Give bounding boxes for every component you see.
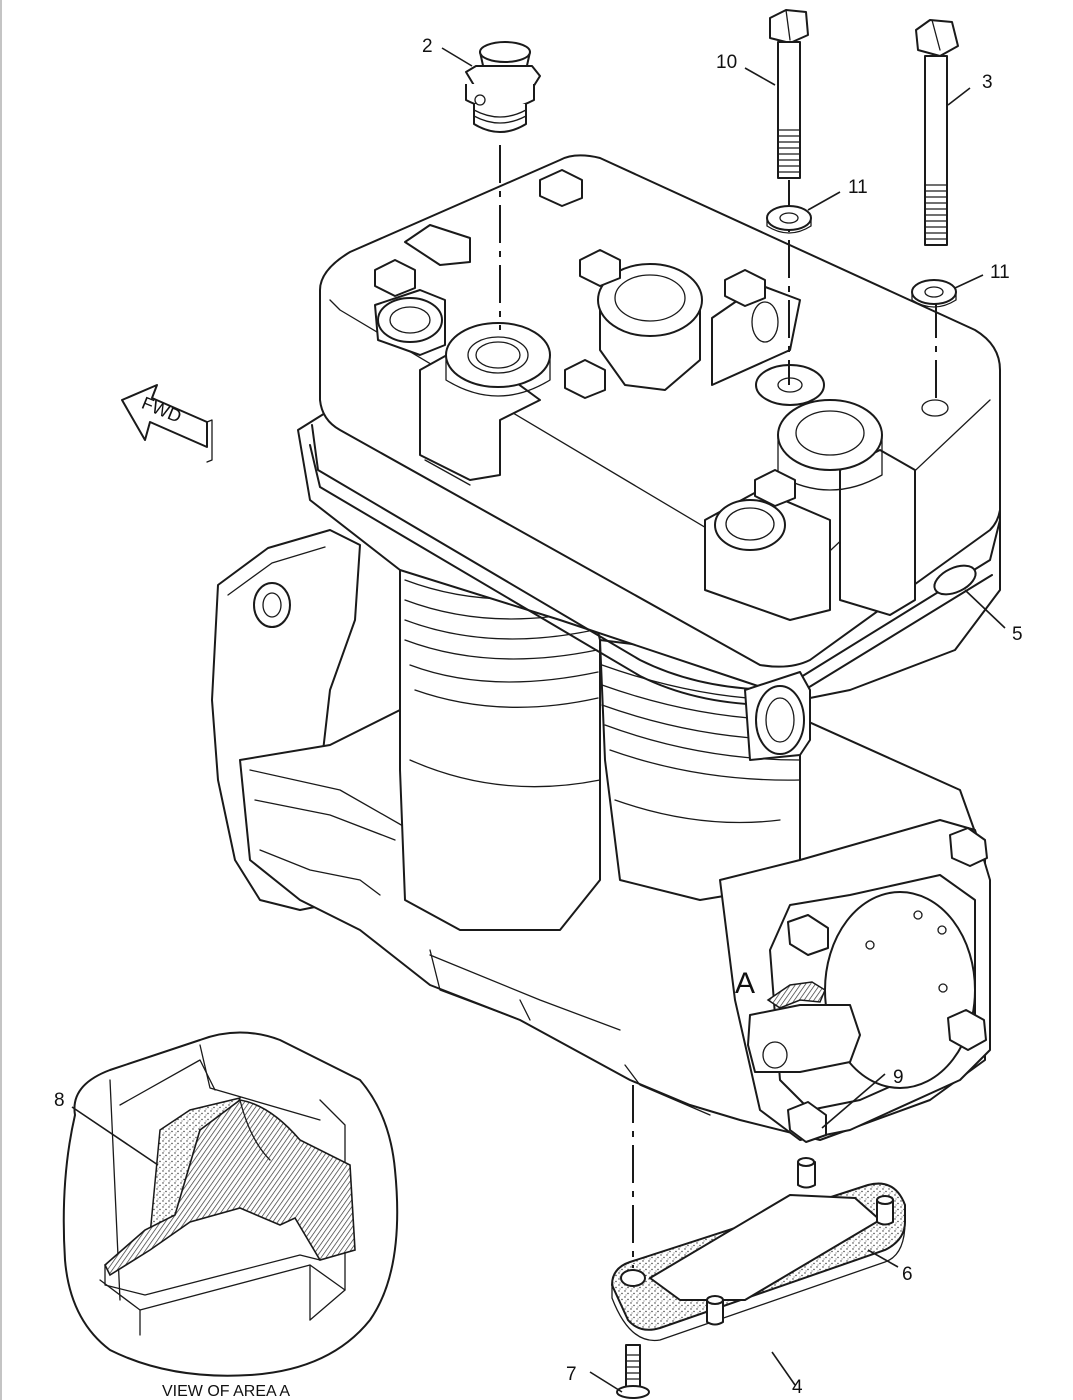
area-a-label: A xyxy=(735,967,755,1000)
cylinder-head xyxy=(297,154,1001,761)
item-6-gasket xyxy=(610,1157,906,1342)
leader-lines xyxy=(71,47,1006,1393)
callout-2: 2 xyxy=(422,36,433,57)
item-11-washer-a xyxy=(766,205,812,234)
callout-11-upper: 11 xyxy=(848,177,868,198)
callout-8: 8 xyxy=(54,1090,65,1111)
view-caption: VIEW OF AREA A xyxy=(162,1383,290,1400)
callout-4: 4 xyxy=(792,1377,803,1398)
callout-10: 10 xyxy=(716,52,737,73)
callout-7: 7 xyxy=(566,1364,577,1385)
callout-5: 5 xyxy=(1012,624,1023,645)
bolt-10-threads xyxy=(777,129,801,173)
end-cover xyxy=(719,819,991,1143)
fwd-arrow: FWD xyxy=(121,384,213,463)
item-7-screw xyxy=(616,1344,650,1399)
callout-3: 3 xyxy=(982,72,993,93)
item-2-plug xyxy=(465,41,541,133)
callout-9: 9 xyxy=(893,1067,904,1088)
callout-11-lower: 11 xyxy=(990,262,1010,283)
area-a-detail xyxy=(62,1031,399,1377)
callout-6: 6 xyxy=(902,1264,913,1285)
item-3-bolt xyxy=(915,19,959,246)
item-10-bolt xyxy=(769,9,809,179)
item-11-washer-b xyxy=(911,279,957,308)
